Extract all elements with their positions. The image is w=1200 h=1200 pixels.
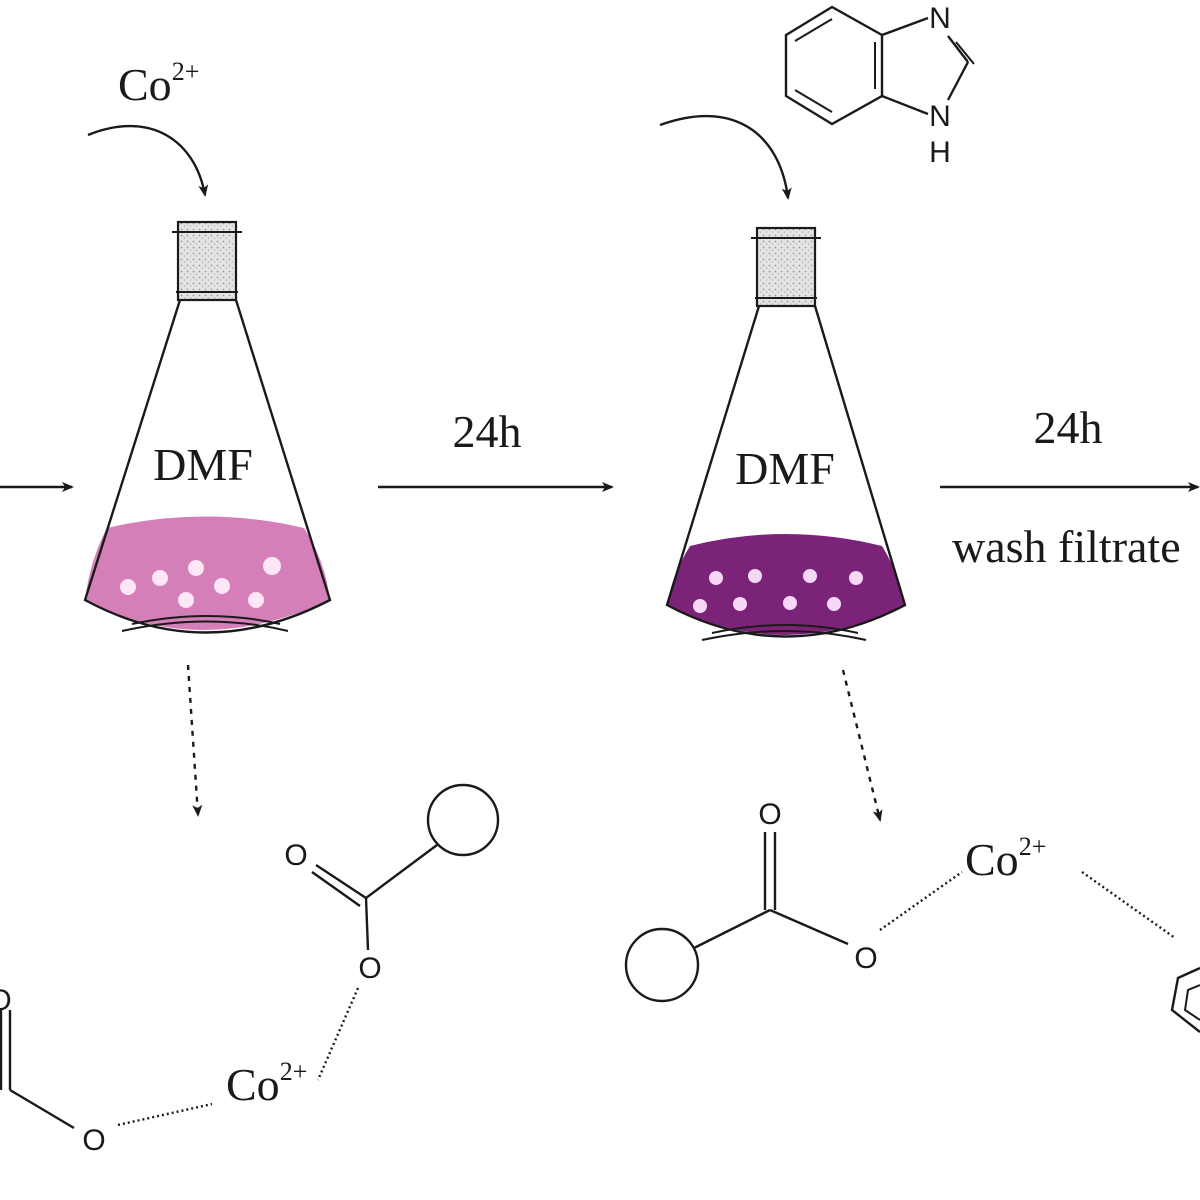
reagent-element: Co [118,59,172,110]
dotted-arrow-left [186,664,203,817]
reagent-charge: 2+ [172,57,200,86]
o-bottom: O [82,1124,105,1157]
metal-right-element: Co [965,834,1019,885]
solvent-label-left: DMF [153,439,253,490]
step2-note: wash filtrate [952,521,1181,572]
benzimidazole-n-bottom: N [929,100,951,133]
metal-left-element: Co [226,1059,280,1110]
reagent-addition-arrow-right [659,114,792,200]
o-left-top: O [0,984,12,1017]
benzimidazole-n-top: N [929,2,951,35]
o-top-right: O [284,839,307,872]
solvent-label-right: DMF [735,443,835,494]
erlenmeyer-flask-right: DMF [665,226,907,641]
svg-text:Co2+: Co2+ [118,57,199,110]
flask-stopper-left [176,220,238,302]
o-ester: O [854,942,877,975]
reagent-addition-arrow-left [87,125,209,197]
metal-left-charge: 2+ [280,1057,308,1086]
metal-left: Co2+ [226,1057,307,1110]
o-carbonyl: O [758,798,781,831]
dotted-arrow-right [841,669,883,822]
o-mid-right: O [358,952,381,985]
carboxylate-cobalt-structure-right: O O Co2+ [624,798,1200,1033]
flask-solution-left [85,516,330,630]
particle-dots-right [693,569,863,613]
step2-time: 24h [1034,402,1103,453]
metal-right-charge: 2+ [1019,832,1047,861]
ligand-ring-partial-right [1170,966,1200,1033]
erlenmeyer-flask-left: DMF [83,220,332,634]
flask-stopper-right [755,226,817,308]
step1-time: 24h [453,406,522,457]
metal-right: Co2+ [965,832,1046,885]
flask-solution-right [667,534,905,635]
ligand-ring-left [624,927,700,1003]
particle-dots-left [120,557,281,608]
ligand-ring-top [426,783,500,857]
carboxylate-cobalt-structure-left: O O Co2+ O O [0,783,500,1157]
benzimidazole-h: H [929,136,951,169]
benzimidazole-structure: N N H [784,2,975,169]
cobalt-ion-reagent: Co2+ [118,57,199,110]
